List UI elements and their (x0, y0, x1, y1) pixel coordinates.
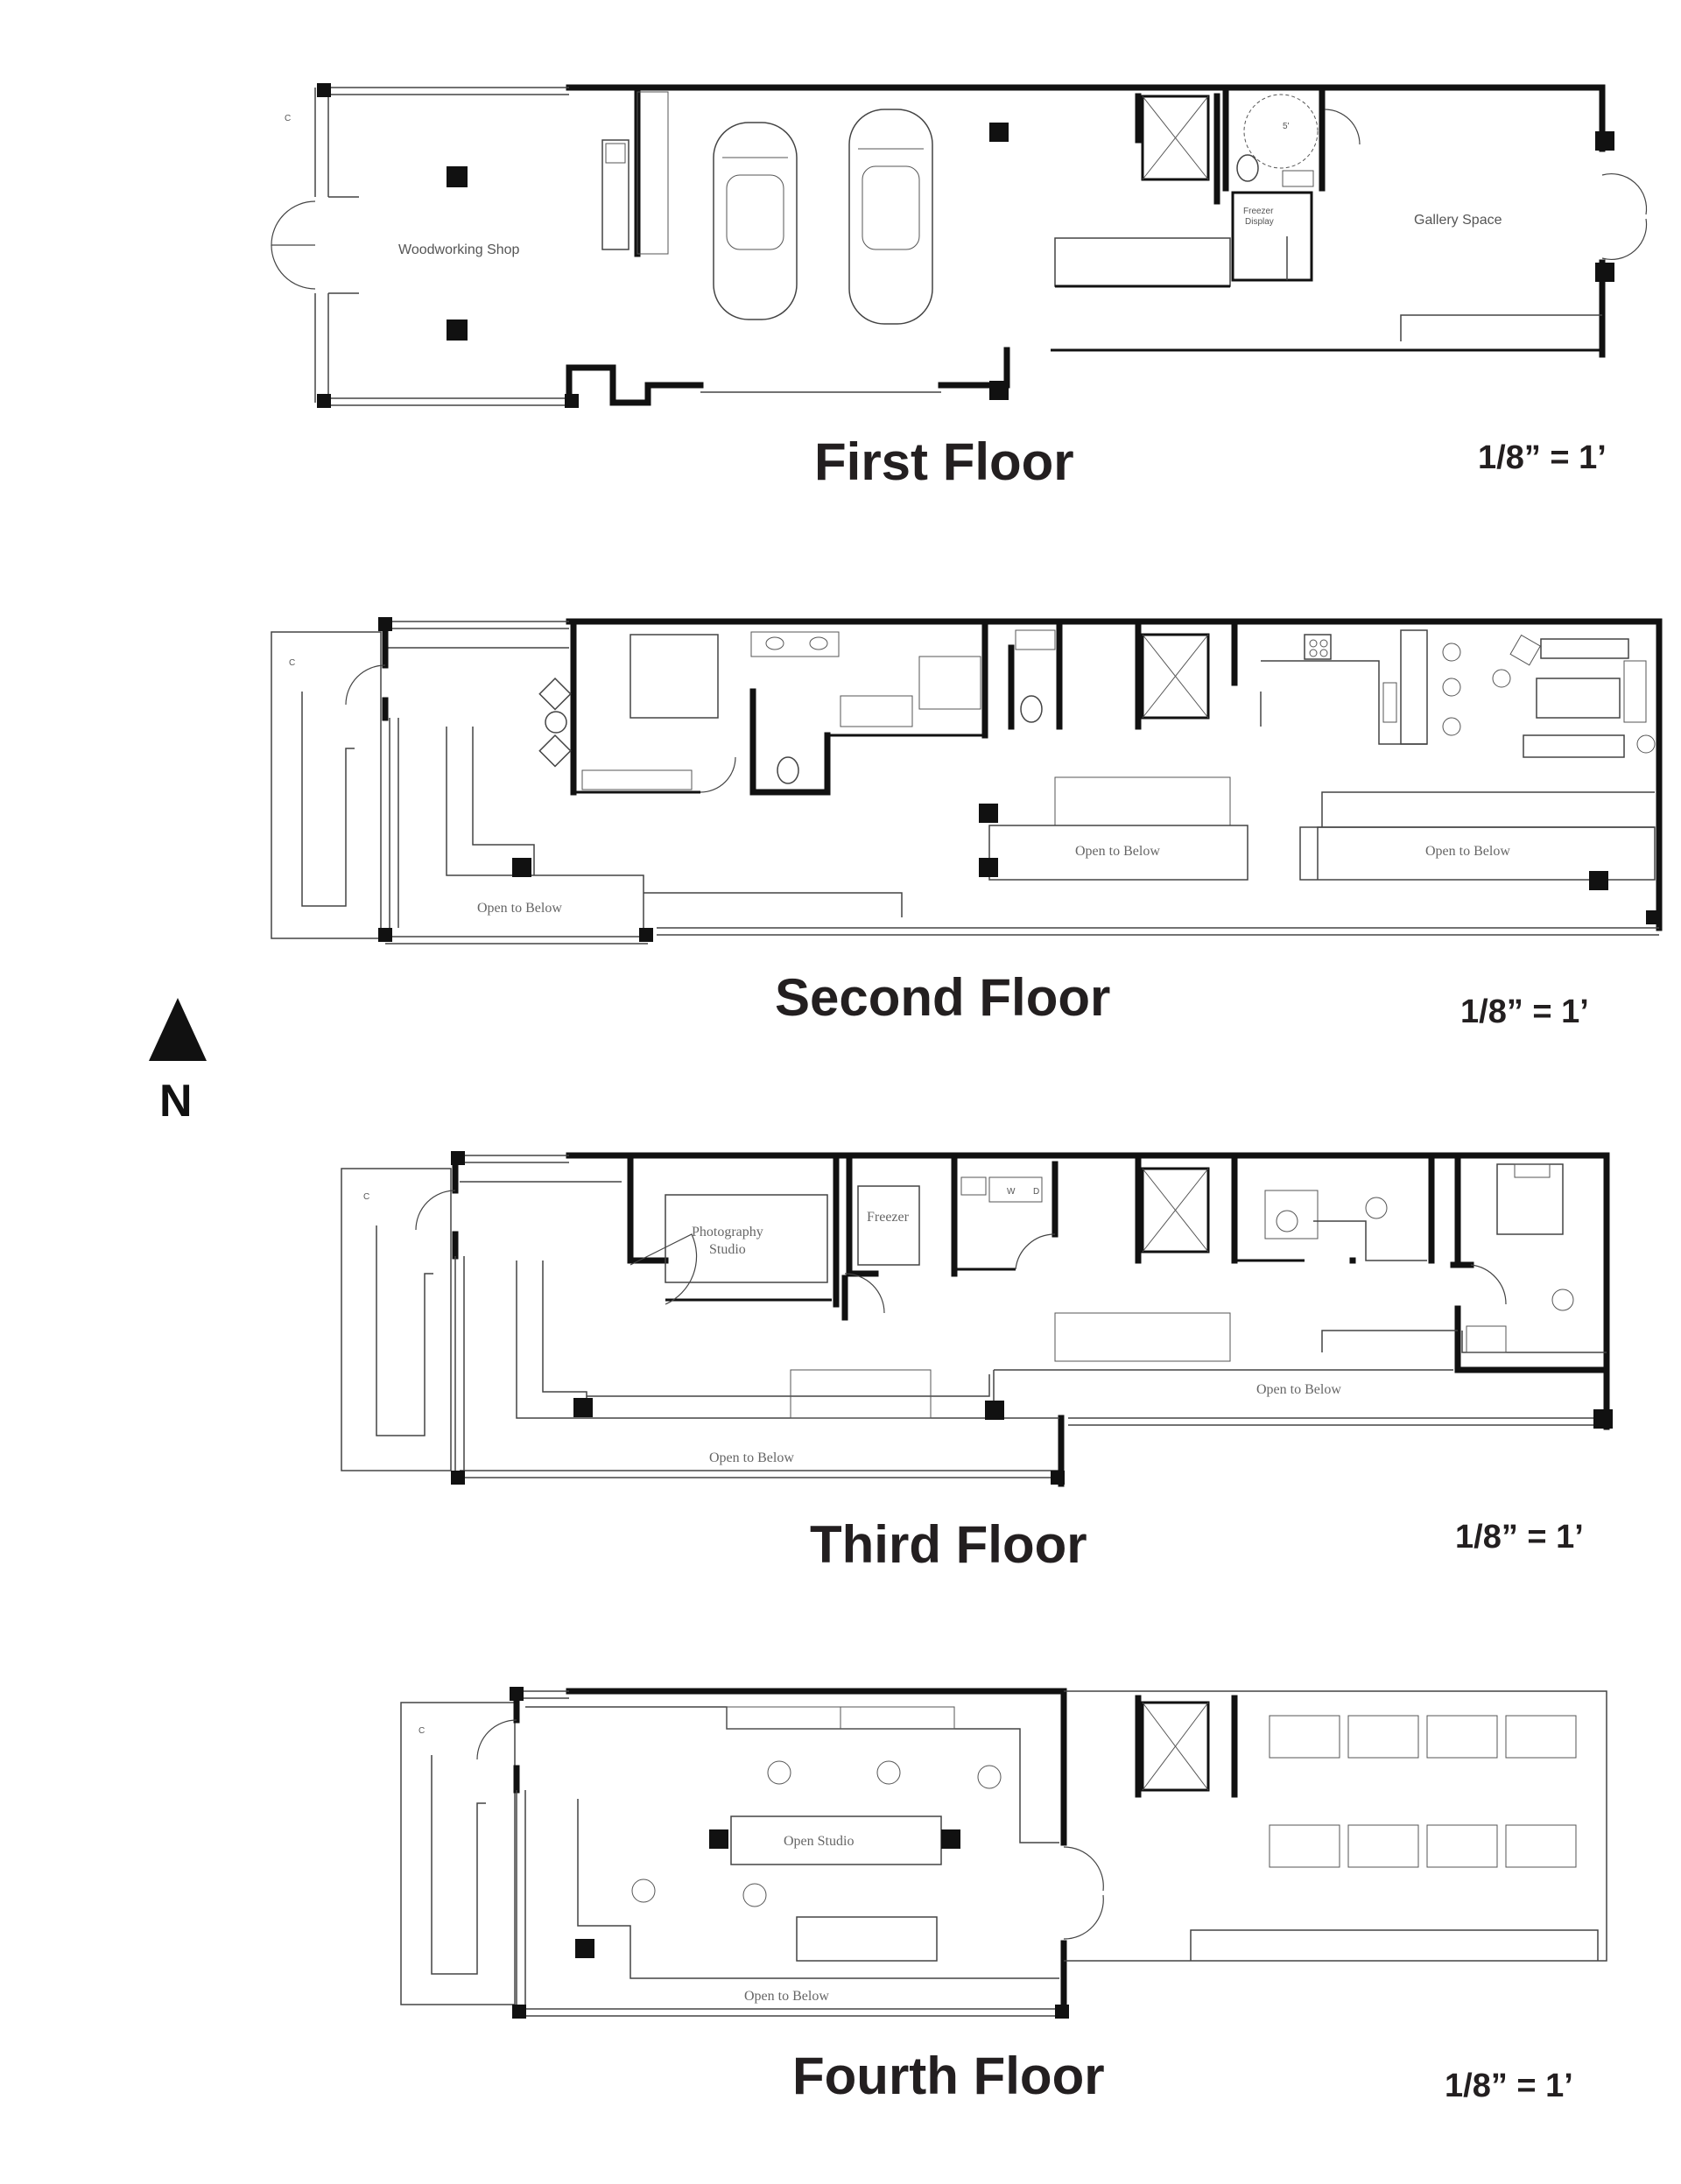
first-floor-closet-label: C (285, 114, 291, 123)
third-floor-plan: W D (341, 1151, 1613, 1487)
solar-panels (1269, 1715, 1577, 1868)
photography-label-2: Studio (709, 1242, 746, 1257)
first-floor-title: First Floor (814, 432, 1074, 491)
stair-second (1054, 776, 1231, 826)
fourth-open-to-below-1: Open to Below (744, 1989, 829, 2004)
dryer-label: D (1033, 1187, 1039, 1197)
third-floor-scale: 1/8” = 1’ (1455, 1519, 1584, 1555)
second-floor-closet-label: C (289, 658, 295, 668)
turning-radius-label: 5' (1283, 122, 1290, 131)
freezer-display-label-1: Freezer (1243, 207, 1274, 216)
third-floor-title: Third Floor (810, 1515, 1087, 1574)
north-label: N (159, 1076, 193, 1127)
second-floor-title: Second Floor (775, 968, 1110, 1027)
fourth-floor-plan: C Open Studio Open to Below (400, 1687, 1607, 2019)
gallery-space-label: Gallery Space (1414, 213, 1502, 228)
photography-label-1: Photography (692, 1225, 763, 1239)
woodworking-shop-label: Woodworking Shop (398, 242, 520, 257)
open-studio-label: Open Studio (784, 1834, 854, 1849)
freezer-label: Freezer (867, 1210, 910, 1225)
fourth-floor-title: Fourth Floor (792, 2047, 1105, 2105)
fourth-floor-scale: 1/8” = 1’ (1445, 2068, 1573, 2104)
first-floor-plan: 5' Freezer Display C Woodworking Shop Ga… (271, 83, 1648, 408)
car-1-icon (713, 122, 798, 320)
second-floor-plan: C Open to Below Open to Below Open to Be… (271, 617, 1663, 945)
car-2-icon (848, 109, 933, 325)
freezer-display-label-2: Display (1245, 217, 1274, 227)
washer-label: W (1007, 1187, 1016, 1197)
first-floor-scale: 1/8” = 1’ (1478, 439, 1607, 476)
stair-third (790, 1312, 1231, 1419)
north-arrow: N (149, 998, 207, 1127)
second-open-to-below-1: Open to Below (477, 901, 562, 916)
north-arrow-icon (149, 998, 207, 1061)
second-open-to-below-2: Open to Below (1075, 844, 1160, 859)
second-open-to-below-3: Open to Below (1425, 844, 1510, 859)
third-open-to-below-1: Open to Below (709, 1450, 794, 1465)
stair-first (1054, 237, 1231, 288)
fourth-floor-closet-label: C (418, 1726, 425, 1736)
second-floor-scale: 1/8” = 1’ (1460, 994, 1589, 1030)
third-floor-closet-label: C (363, 1192, 369, 1202)
third-open-to-below-2: Open to Below (1256, 1382, 1341, 1397)
